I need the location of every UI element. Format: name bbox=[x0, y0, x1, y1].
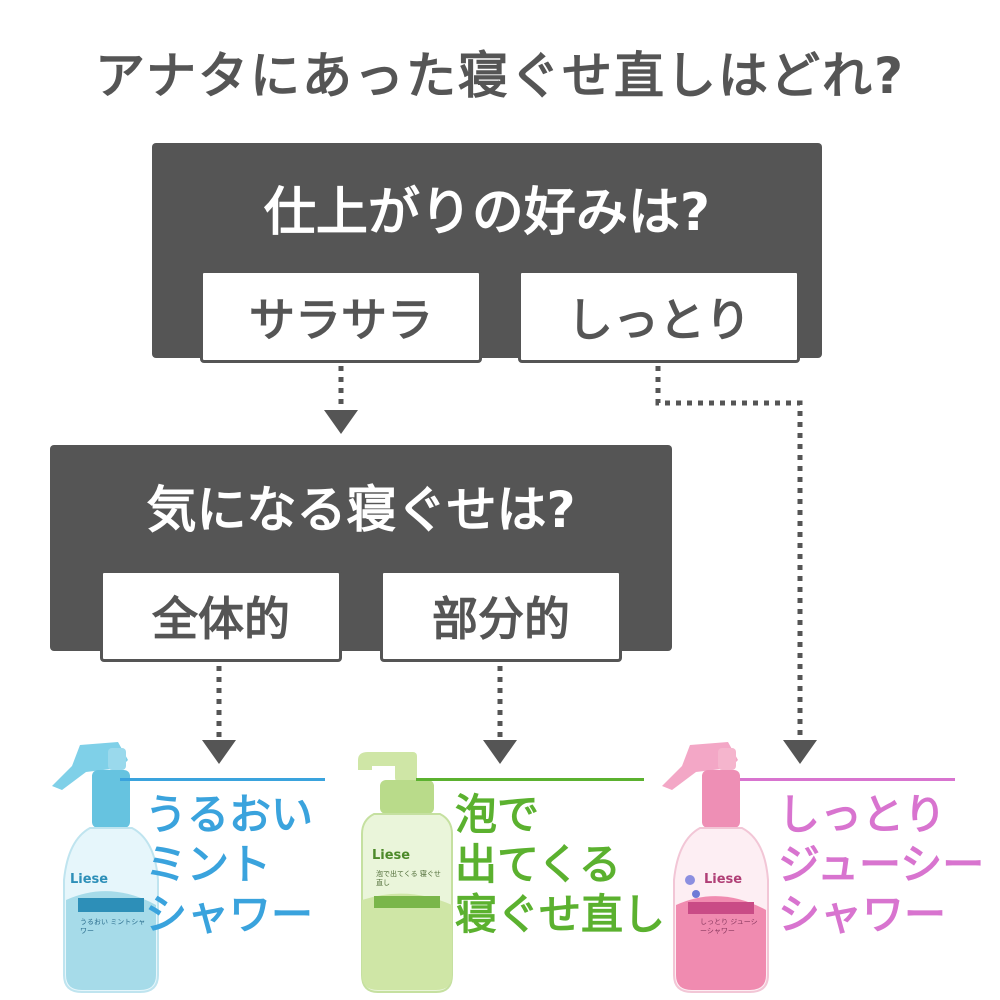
product3-bottle-label: しっとり ジューシーシャワー bbox=[700, 918, 758, 935]
arrow-head-product1 bbox=[202, 740, 236, 764]
option-partial[interactable]: 部分的 bbox=[380, 570, 622, 662]
product1-name-line1: うるおい bbox=[145, 790, 314, 839]
question-bedhead-text: 気になる寝ぐせは? bbox=[146, 481, 576, 539]
arrow-head-product2 bbox=[483, 740, 517, 764]
product2-brand: Liese bbox=[372, 848, 411, 863]
arrow-head-product3 bbox=[783, 740, 817, 764]
product2-name-line3: 寝ぐせ直し bbox=[455, 890, 666, 939]
product3-name-line1: しっとり bbox=[778, 790, 947, 839]
product3-name-line3: シャワー bbox=[778, 890, 947, 939]
product3-rule bbox=[740, 778, 955, 781]
option-smooth[interactable]: サラサラ bbox=[200, 270, 482, 363]
product2-rule bbox=[416, 778, 644, 781]
product1-name-line2: ミント bbox=[145, 840, 272, 889]
page-title: アナタにあった寝ぐせ直しはどれ? bbox=[94, 47, 905, 105]
product1-bottle-label: うるおい ミントシャワー bbox=[80, 918, 146, 935]
option-moist[interactable]: しっとり bbox=[518, 270, 800, 363]
product2-name-line2: 出てくる bbox=[455, 840, 621, 889]
product1-rule bbox=[120, 778, 325, 781]
arrow-head-q2 bbox=[324, 410, 358, 434]
product3-brand: Liese bbox=[704, 872, 743, 887]
product1-brand: Liese bbox=[70, 872, 109, 887]
product3-name-line2: ジューシー bbox=[778, 840, 985, 889]
question-finish-text: 仕上がりの好みは? bbox=[263, 183, 711, 243]
product2-bottle-label: 泡で出てくる 寝ぐせ直し bbox=[376, 870, 441, 887]
product2-name-line1: 泡で bbox=[455, 790, 540, 839]
product1-name-line3: シャワー bbox=[145, 890, 314, 939]
option-overall[interactable]: 全体的 bbox=[100, 570, 342, 662]
